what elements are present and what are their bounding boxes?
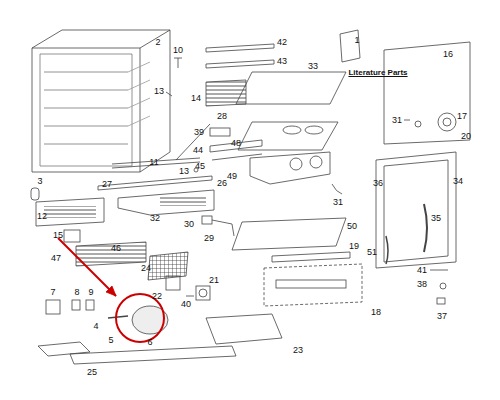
- callout-number: 47: [51, 254, 61, 263]
- callout-number: 3: [37, 177, 42, 186]
- callout-number: 2: [155, 38, 160, 47]
- callout-number: 25: [87, 368, 97, 377]
- callout-number: 39: [194, 128, 204, 137]
- callout-number: 48: [231, 139, 241, 148]
- callout-number: 43: [277, 57, 287, 66]
- callout-number: 16: [443, 50, 453, 59]
- callout-number: 4: [93, 322, 98, 331]
- callout-number: 36: [373, 179, 383, 188]
- callout-number: 35: [431, 214, 441, 223]
- callout-number: 15: [53, 231, 63, 240]
- callout-number: 11: [149, 158, 158, 167]
- callout-number: 37: [437, 312, 447, 321]
- callout-number: 50: [347, 222, 357, 231]
- callout-number: 46: [111, 244, 121, 253]
- callout-number: 41: [417, 266, 427, 275]
- callout-number: 51: [367, 248, 377, 257]
- callout-number: 14: [191, 94, 201, 103]
- callout-number: 10: [173, 46, 183, 55]
- callout-number: 32: [150, 214, 160, 223]
- callout-number: 45: [195, 162, 205, 171]
- callout-number: 18: [371, 308, 381, 317]
- callout-number: 5: [108, 336, 113, 345]
- callout-number: 26: [217, 179, 227, 188]
- callout-number: 27: [102, 180, 112, 189]
- callout-number: 30: [184, 220, 194, 229]
- callout-number: 9: [88, 288, 93, 297]
- callout-number: 24: [141, 264, 151, 273]
- callout-number: 1: [354, 36, 359, 45]
- callout-number: 49: [227, 172, 237, 181]
- callout-number: 23: [293, 346, 303, 355]
- callout-number: 34: [453, 177, 463, 186]
- callout-number: 44: [193, 146, 203, 155]
- callout-number: 33: [308, 62, 318, 71]
- callout-number: 21: [209, 276, 219, 285]
- callout-number: 19: [349, 242, 359, 251]
- callout-number: 6: [147, 338, 152, 347]
- callout-number: 31: [333, 198, 343, 207]
- callout-number: 13: [179, 167, 189, 176]
- callout-number: 17: [457, 112, 467, 121]
- callout-number: 29: [204, 234, 214, 243]
- callout-number: 13: [154, 87, 164, 96]
- callout-number: 42: [277, 38, 287, 47]
- callout-number: 8: [74, 288, 79, 297]
- callout-number: 20: [461, 132, 471, 141]
- callout-number: 28: [217, 112, 227, 121]
- callout-number: 31: [392, 116, 402, 125]
- callout-number: 22: [152, 292, 162, 301]
- callout-number: 40: [181, 300, 191, 309]
- callout-number: 7: [50, 288, 55, 297]
- literature-label: Literature Parts: [348, 69, 407, 77]
- callout-number: 38: [417, 280, 427, 289]
- callout-number: 12: [37, 212, 47, 221]
